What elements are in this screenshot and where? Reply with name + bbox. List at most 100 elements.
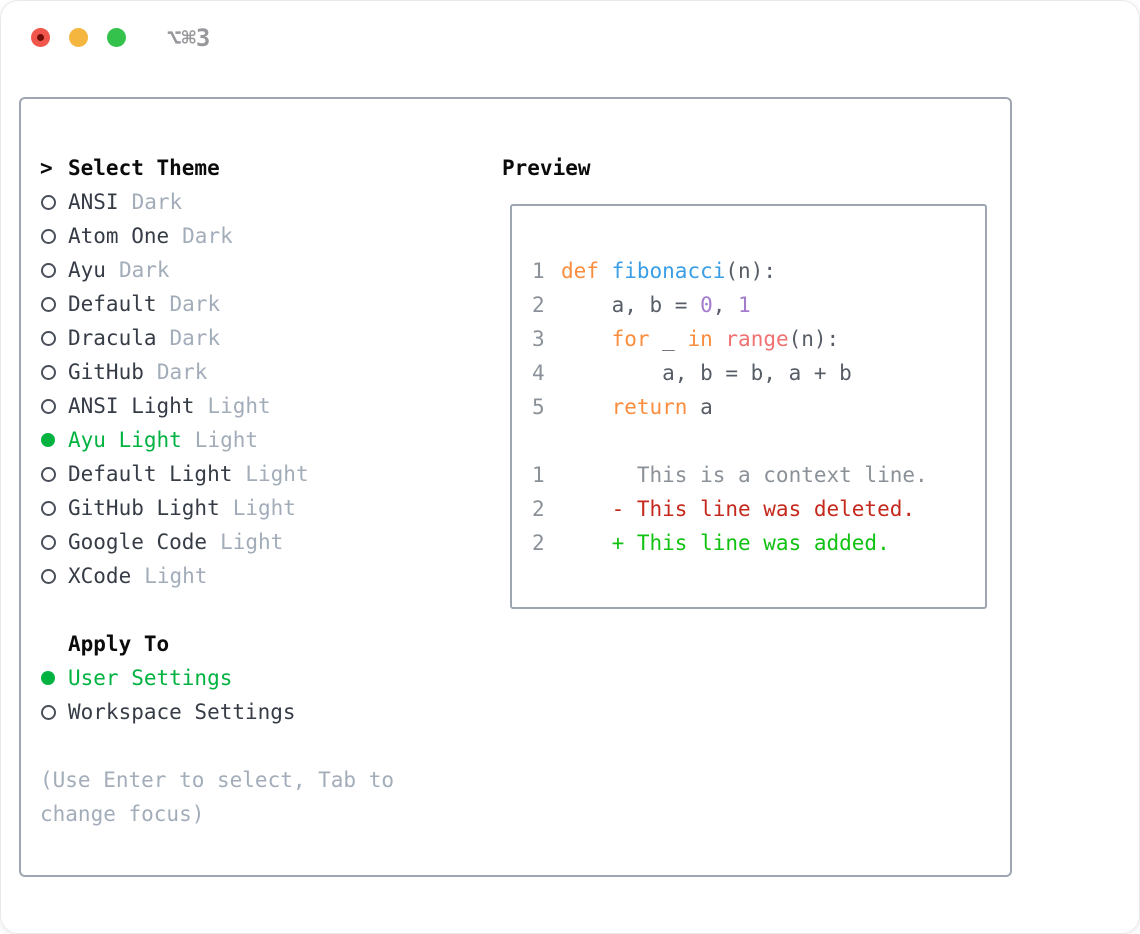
line-number: 2 bbox=[532, 497, 545, 521]
code-token: (n): bbox=[788, 327, 840, 351]
theme-name: Ayu bbox=[68, 258, 106, 282]
apply-option-user-settings[interactable]: User Settings bbox=[40, 661, 420, 695]
code-token: 0 bbox=[700, 293, 713, 317]
code-line: 3 for _ in range(n): bbox=[532, 322, 985, 356]
code-token: def bbox=[561, 259, 599, 283]
spacer bbox=[40, 729, 420, 763]
prompt-caret-icon: > bbox=[40, 156, 53, 180]
code-token: a, b = b, a + b bbox=[561, 361, 852, 385]
code-line bbox=[532, 424, 985, 458]
apply-option-label: User Settings bbox=[68, 666, 233, 690]
radio-icon bbox=[41, 534, 56, 550]
theme-variant-tag: Dark bbox=[156, 360, 208, 384]
line-number: 5 bbox=[532, 395, 545, 419]
minimize-button[interactable] bbox=[69, 28, 88, 47]
line-number: 3 bbox=[532, 327, 545, 351]
code-token: _ bbox=[649, 327, 688, 351]
theme-variant-tag: Dark bbox=[182, 224, 233, 248]
close-focus-dot-icon bbox=[37, 34, 44, 41]
radio-icon bbox=[41, 398, 56, 414]
line-number: 4 bbox=[532, 361, 545, 385]
apply-option-workspace-settings[interactable]: Workspace Settings bbox=[40, 695, 420, 729]
zoom-button[interactable] bbox=[107, 28, 126, 47]
radio-icon bbox=[41, 466, 56, 482]
code-token bbox=[561, 327, 612, 351]
window-title: ⌥⌘3 bbox=[167, 24, 211, 52]
close-button[interactable] bbox=[31, 28, 50, 47]
code-line: 5 return a bbox=[532, 390, 985, 424]
theme-variant-tag: Light bbox=[245, 462, 309, 486]
theme-name: ANSI Light bbox=[68, 394, 195, 418]
theme-variant-tag: Light bbox=[144, 564, 208, 588]
theme-option-github[interactable]: GitHub Dark bbox=[40, 355, 420, 389]
theme-variant-tag: Dark bbox=[131, 190, 183, 214]
theme-name: GitHub bbox=[68, 360, 144, 384]
code-token: in bbox=[687, 327, 713, 351]
keyboard-hint: (Use Enter to select, Tab to change focu… bbox=[40, 768, 395, 826]
code-token: + This line was added. bbox=[561, 531, 890, 555]
theme-variant-tag: Light bbox=[220, 530, 284, 554]
radio-icon bbox=[41, 228, 56, 244]
theme-name: GitHub Light bbox=[68, 496, 220, 520]
code-token: - This line was deleted. bbox=[561, 497, 916, 521]
theme-name: Dracula bbox=[68, 326, 157, 350]
line-number: 1 bbox=[532, 463, 545, 487]
theme-variant-tag: Dark bbox=[169, 326, 221, 350]
code-token: for bbox=[611, 327, 650, 351]
theme-option-ansi[interactable]: ANSI Dark bbox=[40, 185, 420, 219]
code-token: (n): bbox=[725, 259, 776, 283]
radio-icon bbox=[41, 364, 56, 380]
code-token: a bbox=[687, 395, 713, 419]
theme-option-github-light[interactable]: GitHub Light Light bbox=[40, 491, 420, 525]
radio-icon bbox=[41, 330, 56, 346]
code-line: 1 This is a context line. bbox=[532, 458, 985, 492]
theme-name: ANSI bbox=[68, 190, 119, 214]
theme-option-ayu-light[interactable]: Ayu Light Light bbox=[40, 423, 420, 457]
theme-variant-tag: Dark bbox=[169, 292, 221, 316]
theme-option-default-light[interactable]: Default Light Light bbox=[40, 457, 420, 491]
code-token: return bbox=[611, 395, 688, 419]
line-number: 2 bbox=[532, 531, 545, 555]
select-theme-header-row: > Select Theme bbox=[40, 151, 420, 185]
theme-option-dracula[interactable]: Dracula Dark bbox=[40, 321, 420, 355]
code-token bbox=[599, 259, 612, 283]
code-token: 1 bbox=[738, 293, 751, 317]
preview-header: Preview bbox=[502, 156, 591, 180]
theme-option-default[interactable]: Default Dark bbox=[40, 287, 420, 321]
theme-variant-tag: Light bbox=[194, 428, 259, 452]
theme-variant-tag: Light bbox=[232, 496, 296, 520]
theme-option-ayu[interactable]: Ayu Dark bbox=[40, 253, 420, 287]
theme-name: Ayu Light bbox=[68, 428, 182, 452]
theme-name: XCode bbox=[68, 564, 132, 588]
titlebar: ⌥⌘3 bbox=[0, 0, 1140, 75]
theme-option-xcode[interactable]: XCode Light bbox=[40, 559, 420, 593]
code-token: fibonacci bbox=[611, 259, 726, 283]
theme-name: Default Light bbox=[68, 462, 233, 486]
code-token: , bbox=[712, 293, 739, 317]
code-token: a, b = bbox=[561, 293, 701, 317]
apply-option-label: Workspace Settings bbox=[68, 700, 296, 724]
theme-variant-tag: Dark bbox=[118, 258, 170, 282]
code-line: 2 a, b = 0, 1 bbox=[532, 288, 985, 322]
select-theme-header: Select Theme bbox=[68, 156, 220, 180]
code-line: 2 + This line was added. bbox=[532, 526, 985, 560]
radio-icon bbox=[41, 262, 56, 278]
theme-name: Default bbox=[68, 292, 157, 316]
radio-selected-icon bbox=[41, 433, 55, 447]
apply-to-header-row: Apply To bbox=[40, 627, 420, 661]
code-line: 4 a, b = b, a + b bbox=[532, 356, 985, 390]
code-line: 2 - This line was deleted. bbox=[532, 492, 985, 526]
code-token: range bbox=[725, 327, 789, 351]
radio-icon bbox=[41, 568, 56, 584]
